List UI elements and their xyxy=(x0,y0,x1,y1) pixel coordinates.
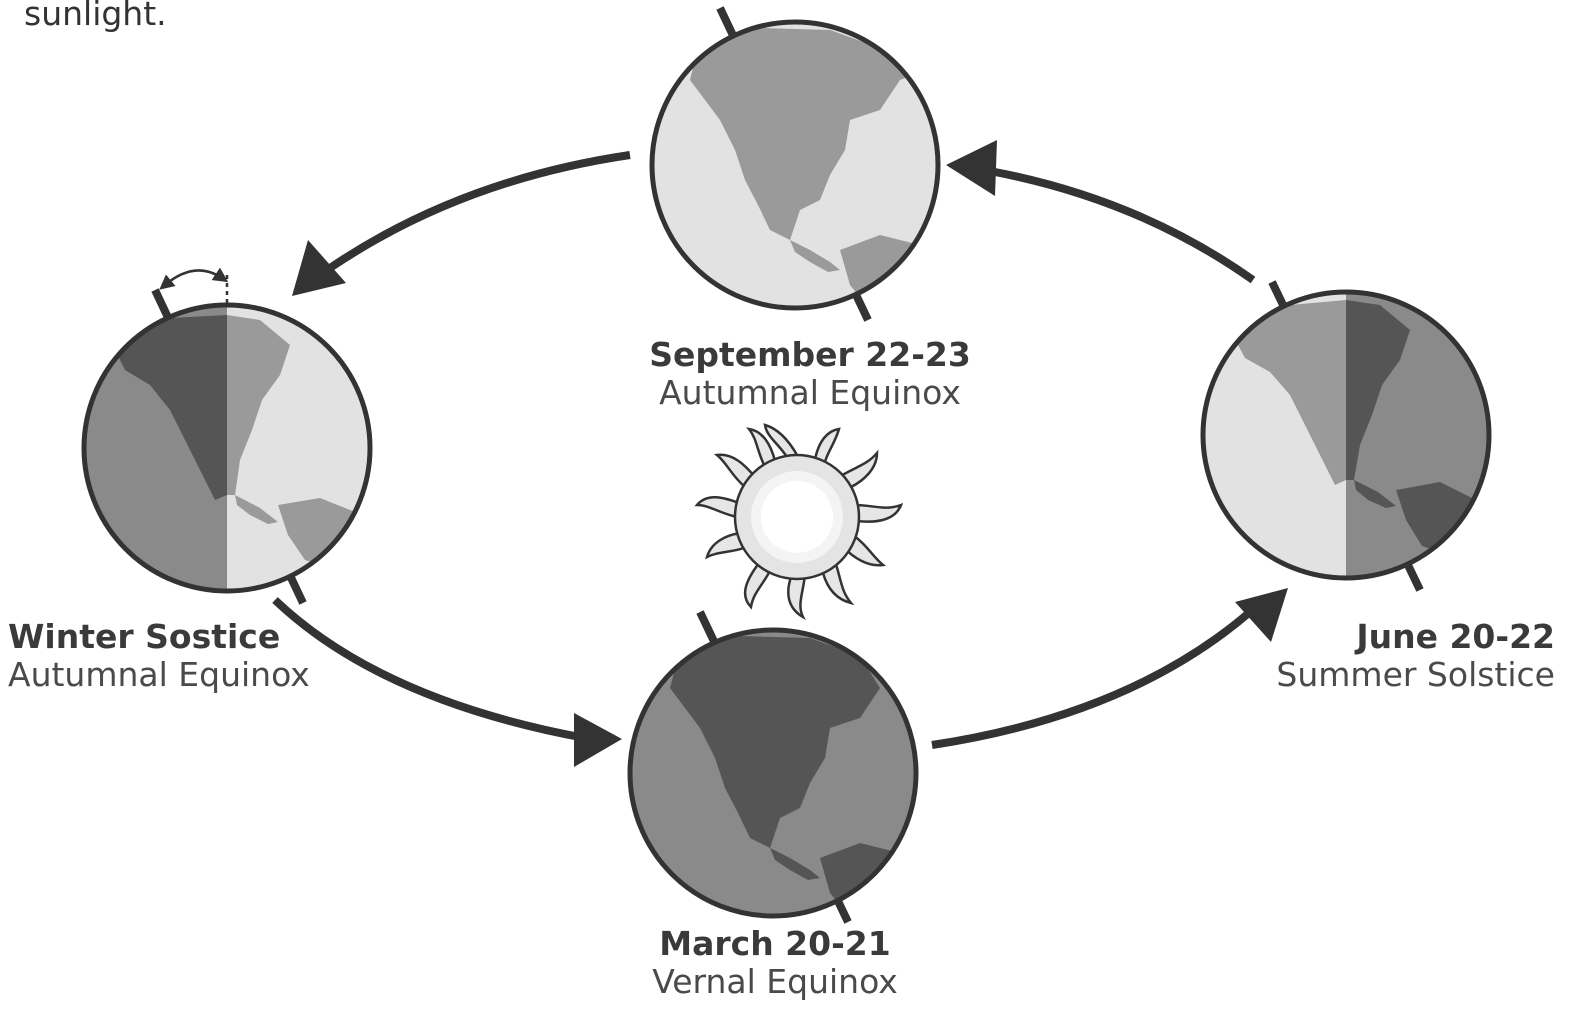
sun-icon xyxy=(694,423,904,621)
globe-march xyxy=(627,610,919,924)
label-june-subtitle: Summer Solstice xyxy=(1276,654,1555,694)
tilt-angle-arc xyxy=(159,267,229,290)
arrowhead-sep xyxy=(946,140,997,196)
label-june: June 20-22 Summer Solstice xyxy=(1276,618,1555,694)
caption-text: sunlight. xyxy=(24,0,167,33)
label-september-title: September 22-23 xyxy=(649,335,971,374)
arrow-winter-to-march xyxy=(272,597,586,742)
label-winter-title: Winter Sostice xyxy=(8,617,281,656)
globe-june xyxy=(1200,280,1492,592)
label-march: March 20-21 Vernal Equinox xyxy=(652,925,898,1001)
arrowhead-june xyxy=(1235,588,1288,642)
label-june-title: June 20-22 xyxy=(1356,617,1555,656)
arrow-june-to-sep xyxy=(994,168,1256,284)
label-winter-subtitle: Autumnal Equinox xyxy=(8,654,310,694)
globe-winter xyxy=(81,267,373,605)
orbit-arrows xyxy=(272,151,1256,749)
label-march-title: March 20-21 xyxy=(659,924,891,963)
globe-september xyxy=(649,6,941,322)
label-september-subtitle: Autumnal Equinox xyxy=(659,372,961,412)
label-march-subtitle: Vernal Equinox xyxy=(652,961,898,1001)
arrow-march-to-june xyxy=(931,608,1253,749)
arrowhead-winter xyxy=(292,240,346,296)
label-winter: Winter Sostice Autumnal Equinox xyxy=(8,618,310,694)
orbit-arrowheads xyxy=(292,140,1288,767)
label-september: September 22-23 Autumnal Equinox xyxy=(649,336,971,412)
arrowhead-march xyxy=(574,713,622,767)
arrow-sep-to-winter xyxy=(327,151,631,272)
